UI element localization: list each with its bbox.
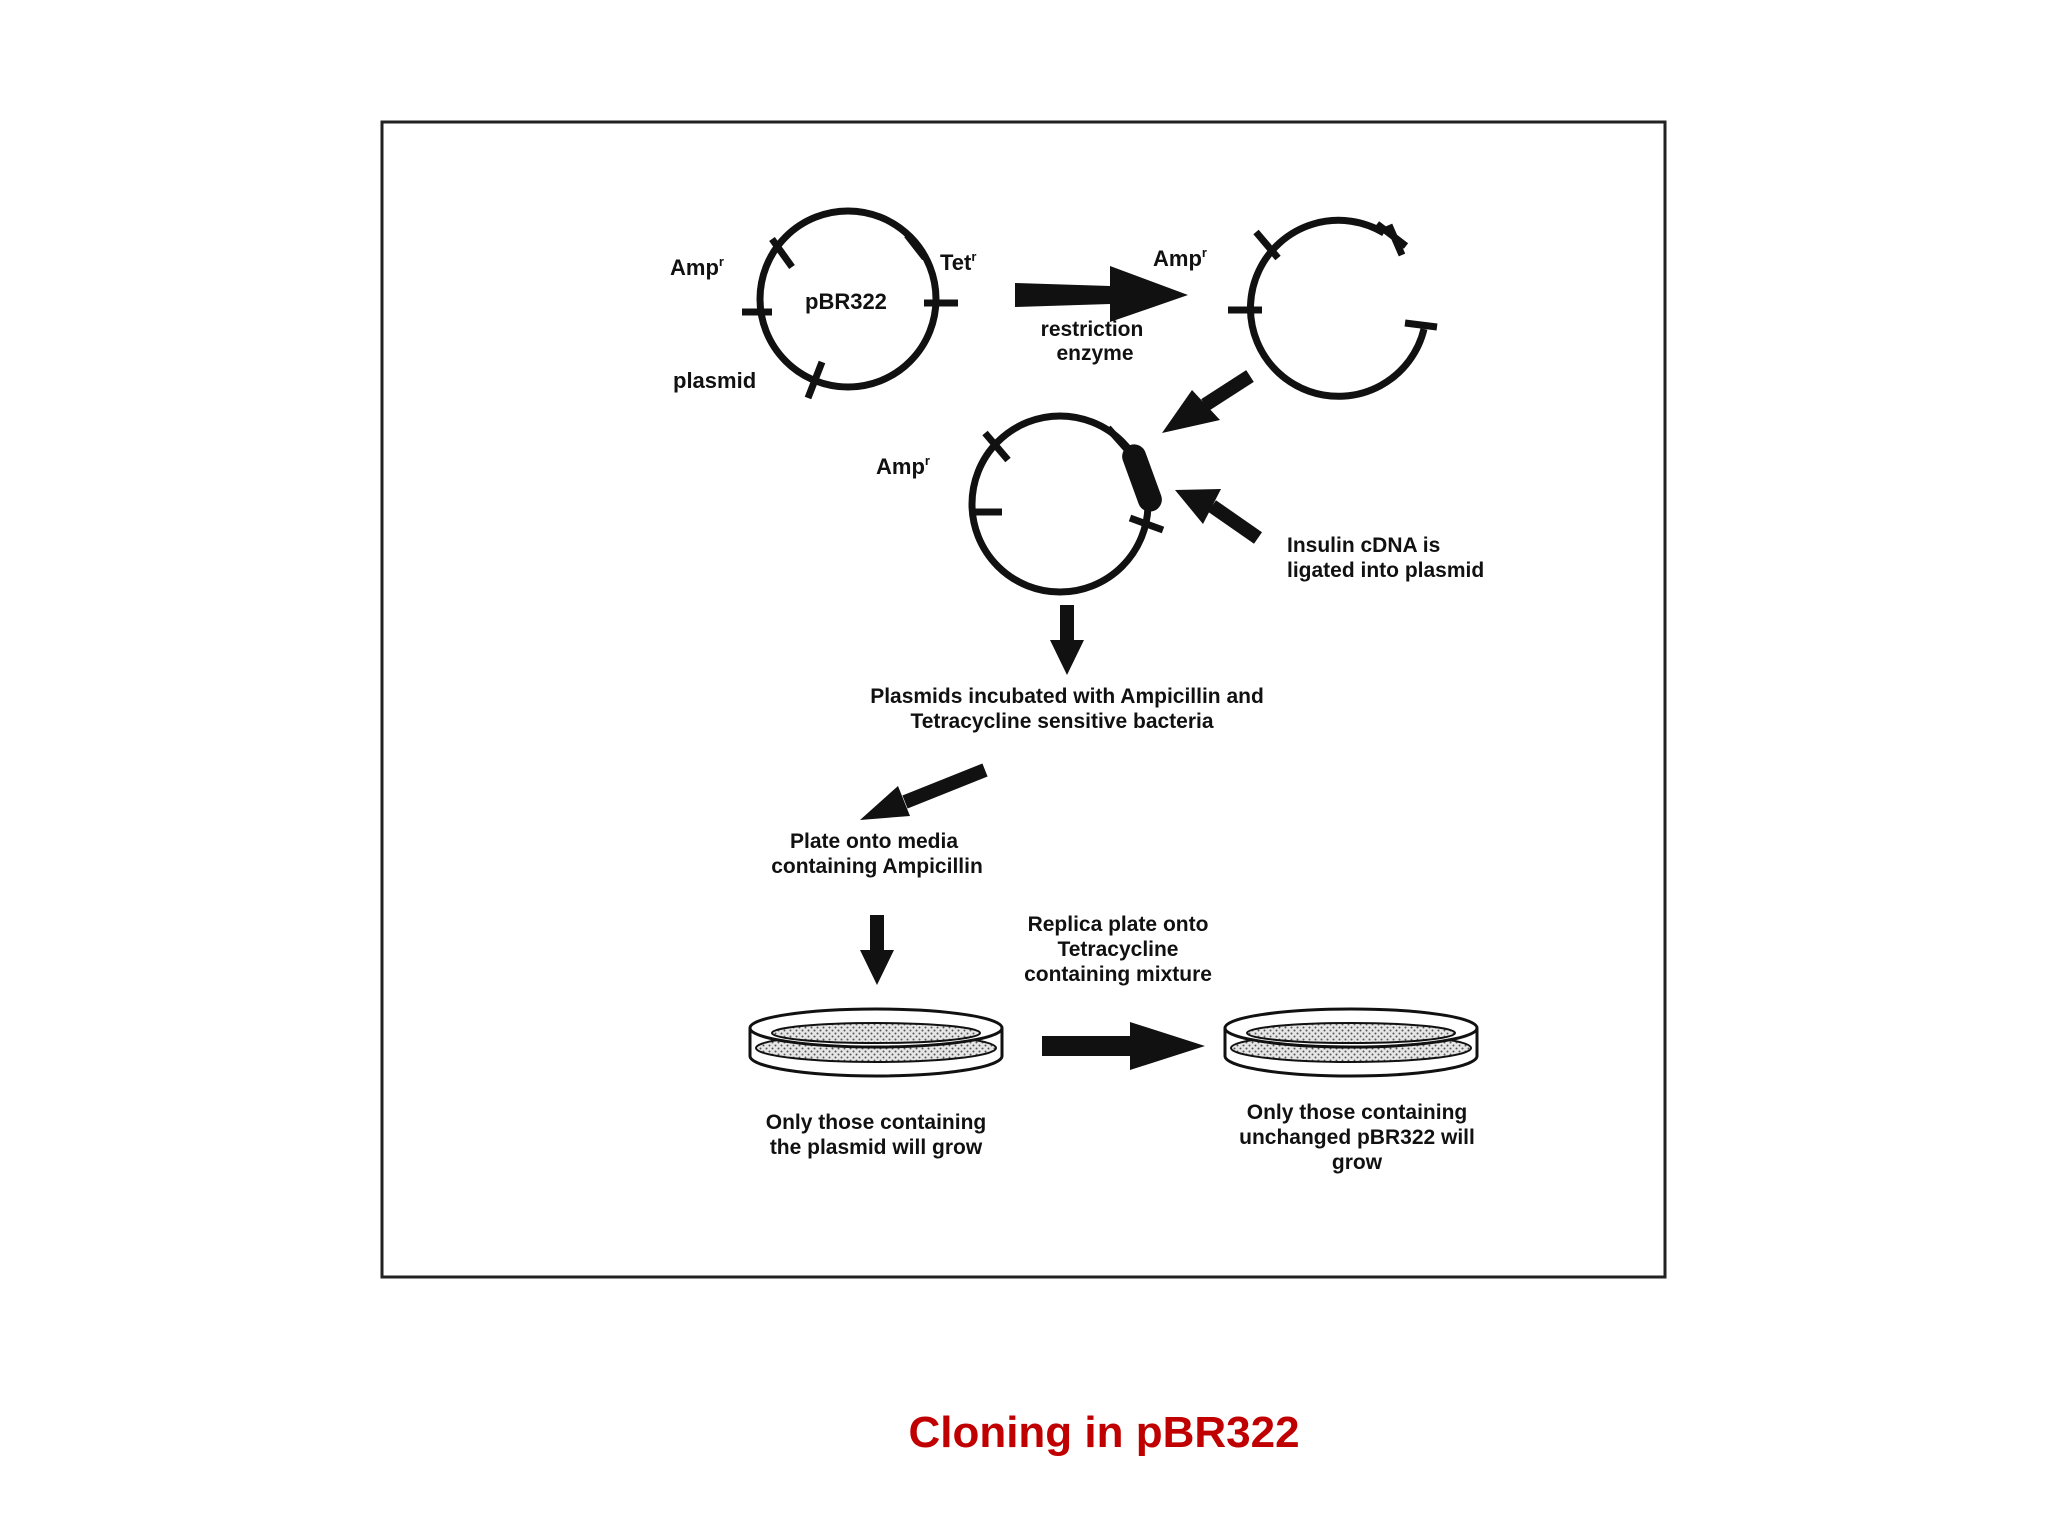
restriction-label-line2: enzyme <box>1056 342 1133 365</box>
amp-marker-1-sup: r <box>719 254 724 269</box>
incubate-label-line2: Tetracycline sensitive bacteria <box>910 710 1213 733</box>
incubation-arrow <box>1050 605 1084 675</box>
incubate-label-line1: Plasmids incubated with Ampicillin and <box>870 685 1264 708</box>
figure-frame <box>380 120 1667 1279</box>
tet-marker-sup: r <box>971 249 976 264</box>
plasmid-label: plasmid <box>673 368 756 393</box>
tet-marker-text: Tet <box>940 250 972 275</box>
plate-label-line1: Plate onto media <box>790 830 958 853</box>
amp-marker-3: Ampr <box>876 453 930 479</box>
amp-marker-1-text: Amp <box>670 255 719 280</box>
plasmid-name-label: pBR322 <box>805 289 887 314</box>
right-dish-label-line2: unchanged pBR322 will <box>1239 1126 1475 1149</box>
to-dish-arrow <box>860 915 894 985</box>
insulin-label-line1: Insulin cDNA is <box>1287 534 1440 557</box>
amp-marker-2-text: Amp <box>1153 246 1202 271</box>
plasmid-cut <box>1228 216 1438 400</box>
left-dish-label-line2: the plasmid will grow <box>770 1136 983 1159</box>
plasmid-intact <box>742 207 958 400</box>
petri-dish-right <box>1223 1007 1479 1078</box>
amp-marker-3-sup: r <box>925 453 930 468</box>
restriction-arrow <box>1015 266 1188 322</box>
tet-marker: Tetr <box>940 249 976 275</box>
replica-label-line3: containing mixture <box>1024 963 1212 986</box>
petri-dish-left <box>748 1007 1004 1078</box>
insulin-arrow <box>1175 489 1262 544</box>
plating-arrow <box>860 763 988 820</box>
amp-marker-2-sup: r <box>1202 245 1207 260</box>
restriction-label-line1: restriction <box>1041 318 1144 341</box>
insulin-label-line2: ligated into plasmid <box>1287 559 1484 582</box>
left-dish-label-line1: Only those containing <box>766 1111 987 1134</box>
plate-label-line2: containing Ampicillin <box>771 855 983 878</box>
right-dish-label-line3: grow <box>1332 1151 1383 1174</box>
amp-marker-1: Ampr <box>670 254 724 280</box>
amp-marker-2: Ampr <box>1153 245 1207 271</box>
replica-label-line2: Tetracycline <box>1057 938 1178 961</box>
slide-caption: Cloning in pBR322 <box>908 1408 1300 1457</box>
replica-arrow <box>1042 1022 1205 1070</box>
amp-marker-3-text: Amp <box>876 454 925 479</box>
right-dish-label-line1: Only those containing <box>1247 1101 1468 1124</box>
replica-label-line1: Replica plate onto <box>1028 913 1209 936</box>
insulin-insert <box>1122 444 1162 512</box>
ligation-arrow <box>1162 370 1254 433</box>
